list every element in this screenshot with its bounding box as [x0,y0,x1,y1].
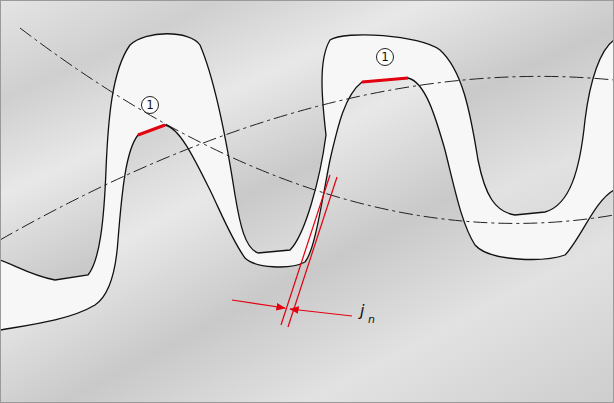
dimension-arrow [232,300,285,308]
backlash-line [288,177,337,327]
tip-marking [362,78,408,82]
dimension-subscript: n [368,314,375,325]
tip-marking [138,125,165,135]
callout-number: 1 [141,96,159,114]
upper-gear [0,0,614,280]
callout-number: 1 [376,48,394,66]
dimension-arrow [290,309,352,316]
pitch-circle [0,76,614,240]
dimension-symbol: j [360,303,364,319]
pitch-circle [20,28,614,223]
backlash-line [281,175,330,325]
